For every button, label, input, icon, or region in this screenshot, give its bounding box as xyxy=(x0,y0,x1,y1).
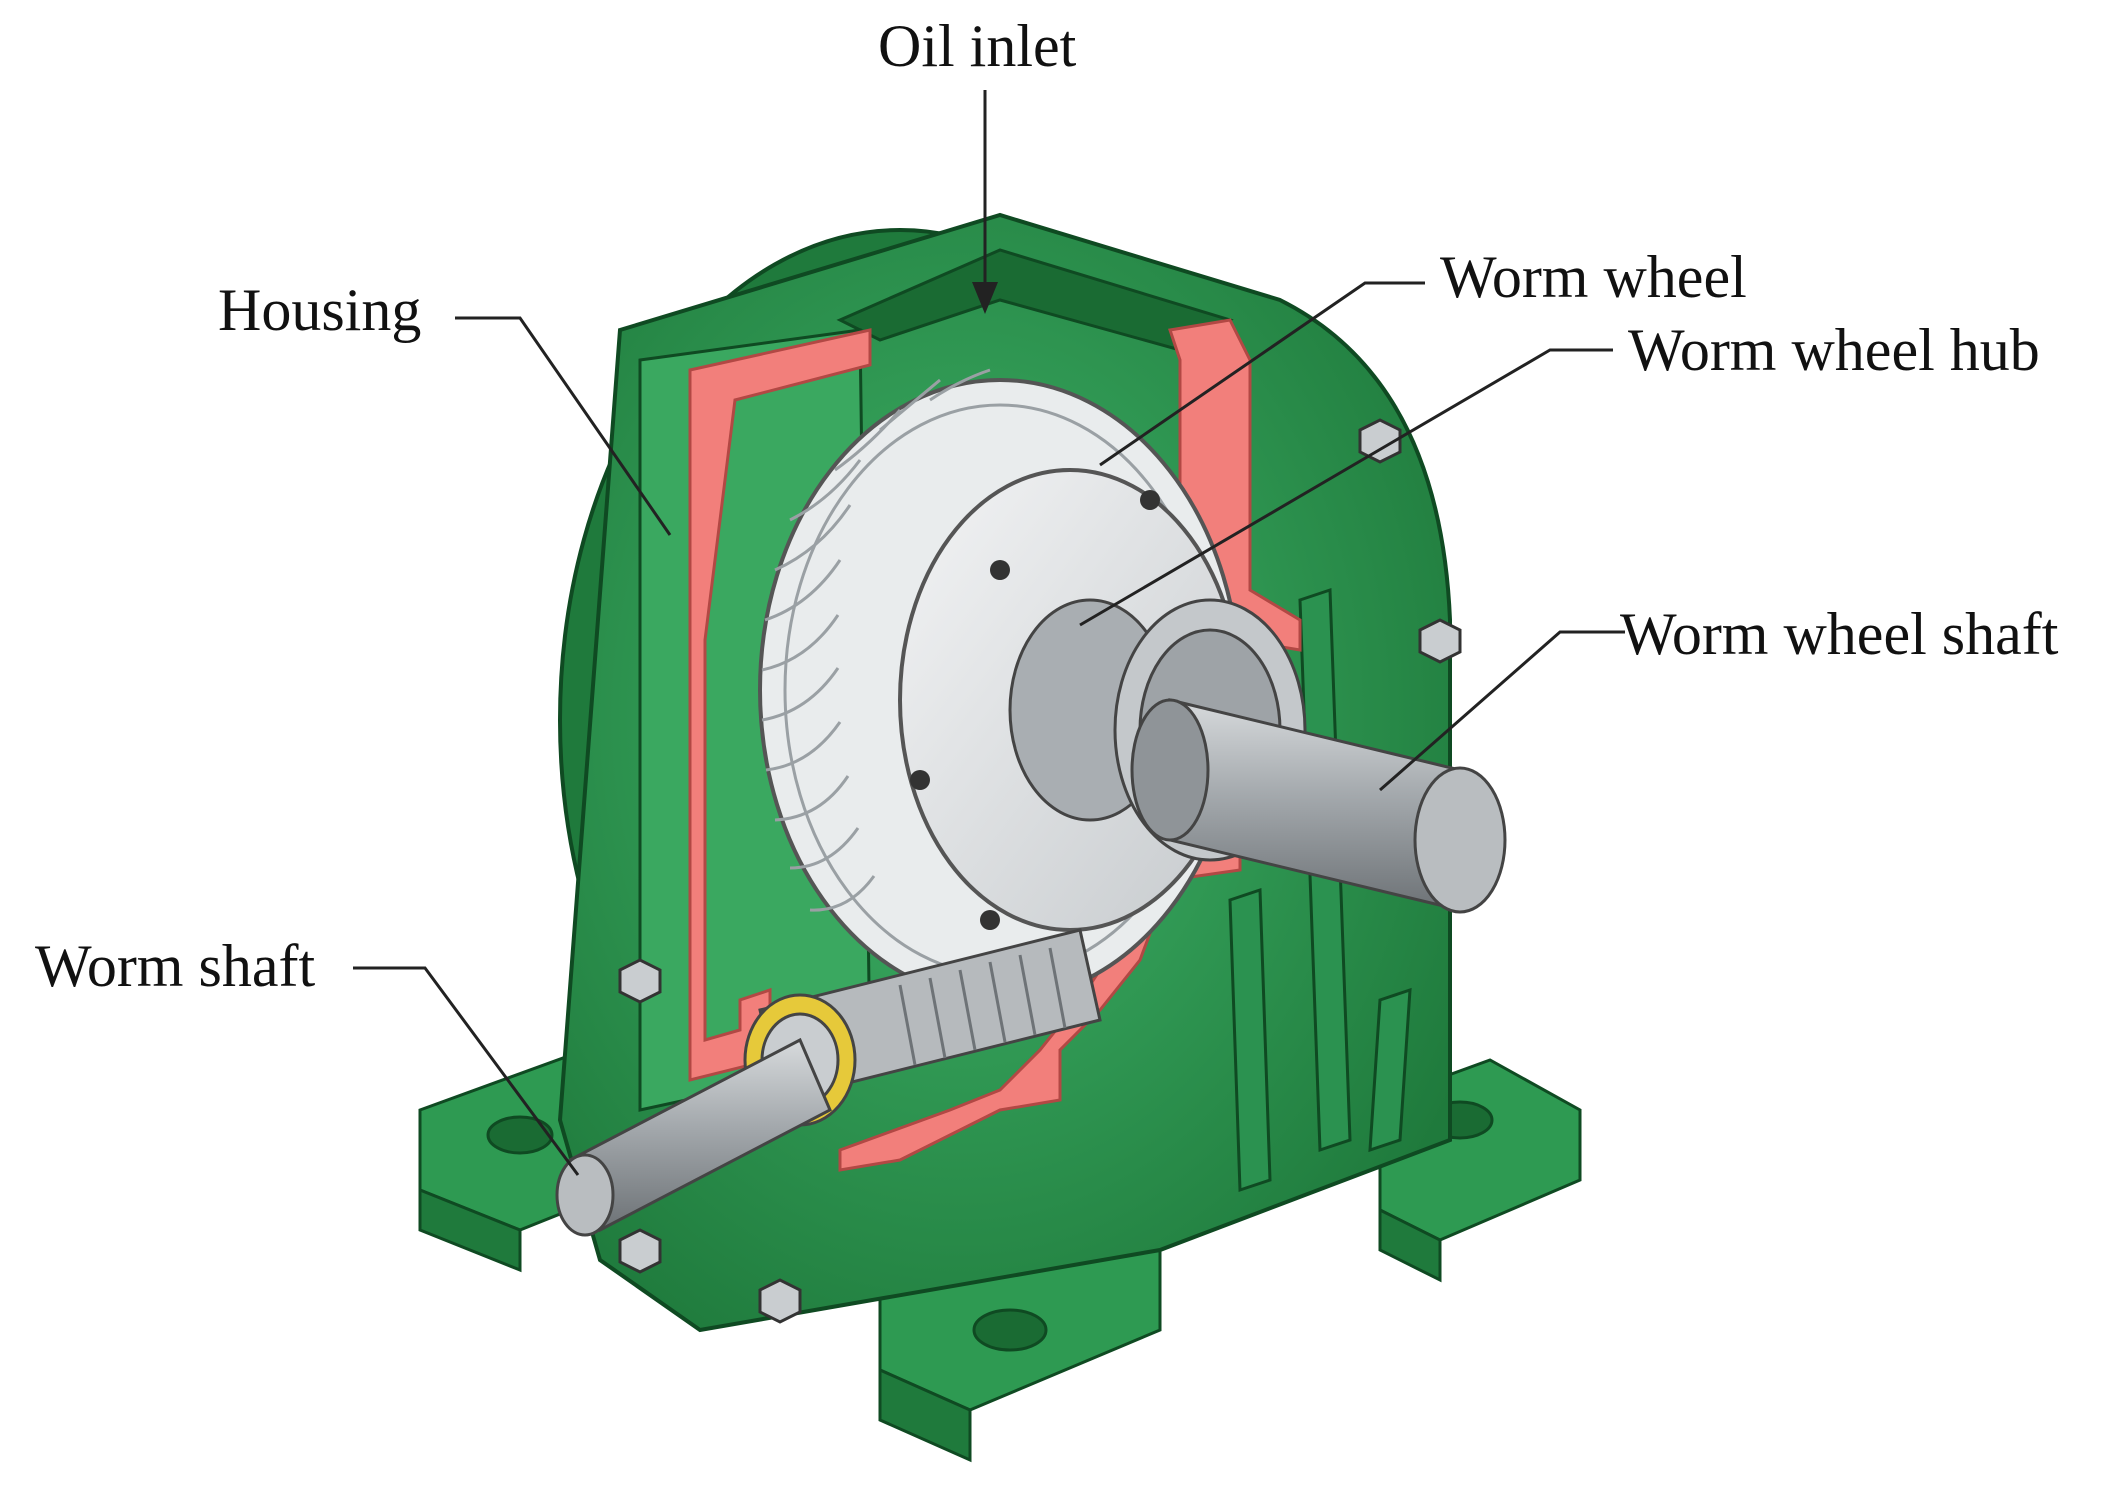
worm-shaft-leader xyxy=(353,966,580,1176)
worm-wheel-shaft-leader xyxy=(1379,630,1625,792)
worm-shaft xyxy=(555,1037,832,1237)
leader-lines xyxy=(353,90,1625,1176)
worm-wheel-leader xyxy=(1099,281,1425,467)
worm-wheel-label: Worm wheel xyxy=(1440,244,1747,310)
worm-wheel-hub-label: Worm wheel hub xyxy=(1628,317,2040,383)
oil-inlet-arrowhead xyxy=(972,282,998,314)
worm-wheel-shaft xyxy=(1130,698,1507,914)
worm-wheel-hub-leader xyxy=(1079,348,1613,627)
worm-wheel-shaft-label: Worm wheel shaft xyxy=(1620,601,2059,667)
worm-shaft-label: Worm shaft xyxy=(35,933,316,999)
housing-leader xyxy=(455,316,672,536)
housing-label: Housing xyxy=(218,277,422,343)
oil-inlet-label: Oil inlet xyxy=(878,13,1077,79)
